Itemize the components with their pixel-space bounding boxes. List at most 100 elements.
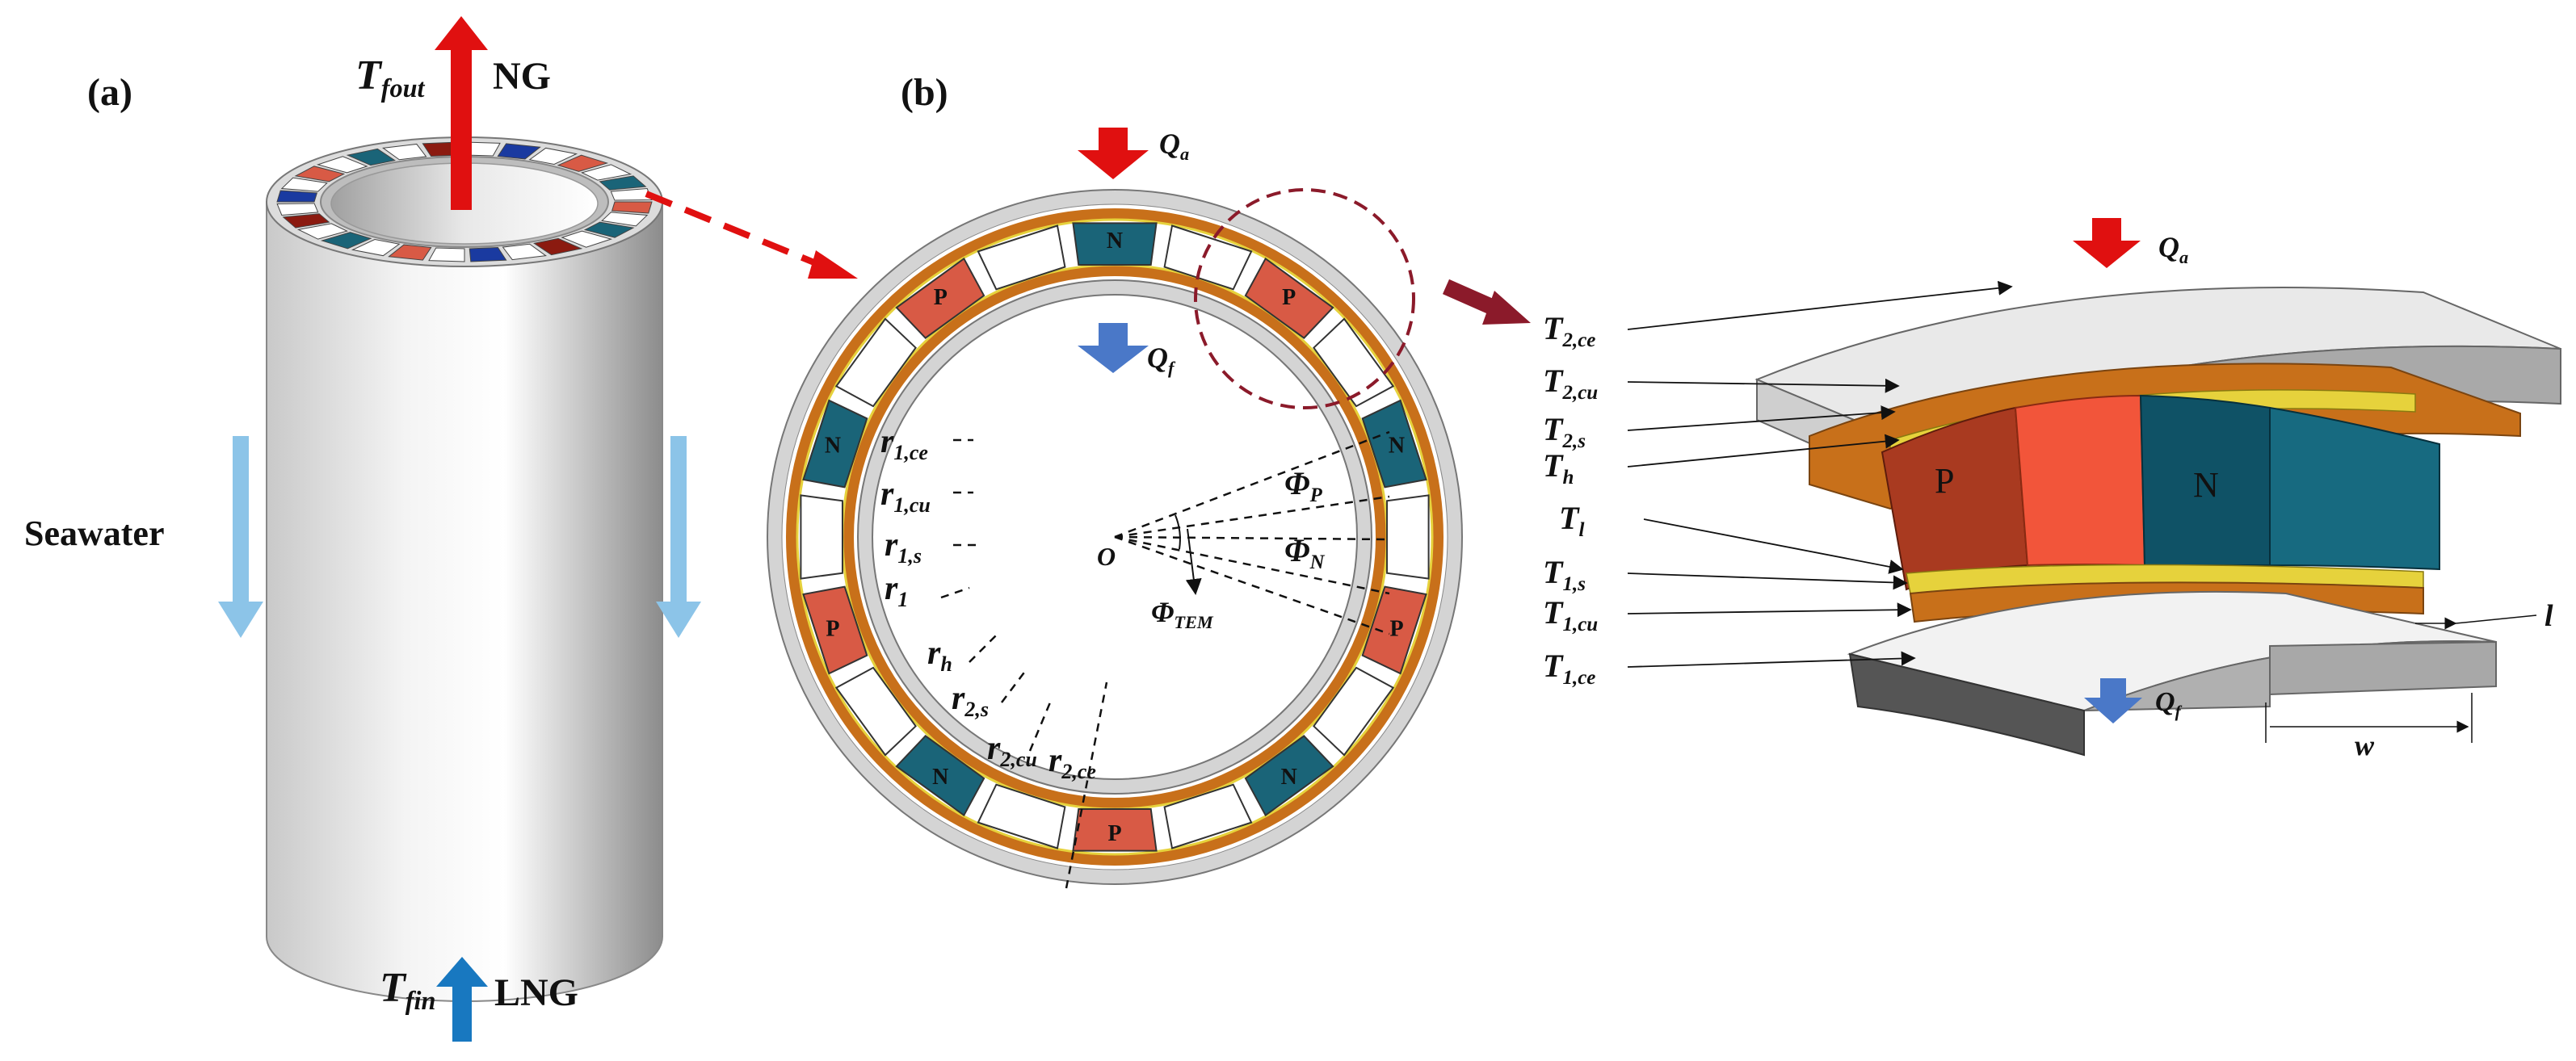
cylinder-teg-segment [581,164,632,181]
detail-p-label: P [1935,461,1954,501]
tem-angle-pointer [1185,528,1202,595]
inner-copper-band [843,265,1387,809]
cylinder-teg-segment [296,223,348,240]
ring-n-label: N [932,765,948,790]
layer-label: T1,s [1543,554,1586,595]
layer-label: T1,ce [1543,648,1595,689]
radius-label: r1,ce [880,423,928,464]
layer-leader-line [1627,280,2013,330]
cylinder-teg-segment [276,203,319,216]
phi-p-label: ΦP [1284,465,1323,506]
ring-n-leg [1244,735,1334,817]
cylinder-teg-segment [316,156,368,174]
cylinder-teg-segment [533,237,583,256]
ring-gap-segment [1163,783,1253,849]
cylinder-teg-segment [294,166,346,182]
ring-gap-segment [834,666,917,757]
zoom-arrow-b-to-c [1442,279,1531,325]
ring-p-leg [1244,257,1334,339]
cylinder-teg-segment [557,154,609,172]
n-leg-light [2269,406,2440,571]
outlet-fluid-label: NG [493,55,551,98]
radius-label: rh [927,635,952,676]
cylinder-teg-segment [382,143,427,161]
angle-lines [1114,430,1390,635]
layer-leader-line [1627,572,1908,590]
layer-leader-line [1627,378,1900,393]
cylinder-teg-segment [346,148,396,166]
ring-gap-segment [977,224,1066,291]
layer-leader-line [1643,518,1904,574]
ring-n-label: N [1107,229,1123,254]
radius-label: r2,cu [987,730,1037,771]
radius-label: r2,s [952,680,989,721]
detail-heat-in-label: Qa [2158,231,2188,267]
cylinder-teg-segment [276,190,318,203]
cylinder-teg-ring [276,141,653,262]
radius-label: r2,ce [1048,742,1096,783]
lng-inlet-arrow [436,957,488,1042]
cylinder-teg-segment [320,232,372,250]
cylinder-teg-segment [583,221,635,238]
layer-label: T2,s [1543,411,1586,452]
bottom-ceramic-plate-face [2269,640,2497,696]
cylinder-teg-segment [599,175,647,191]
seawater-label: Seawater [24,514,165,553]
ring-n-label: N [825,434,841,459]
ring-p-label: P [826,616,839,641]
layer-label: T2,cu [1543,363,1598,404]
outer-copper-band [786,208,1443,866]
bottom-ceramic-plate-side [1848,652,2085,757]
zoom-arrow-a-to-b [645,191,858,279]
cylinder-teg-segment [610,188,653,201]
radius-label: r1 [885,570,908,611]
ring-p-label: P [1107,821,1121,846]
radius-leaders [940,438,1108,889]
detail-heat-in-arrow [2073,218,2141,268]
cylinder-body [266,201,663,1002]
ring-n-leg [1361,399,1427,489]
cylinder-teg-segment [601,212,649,227]
panel-b-label: (b) [901,71,948,114]
cylinder-teg-segment [497,143,541,160]
dim-width [2265,693,2473,743]
heat-out-label: Qf [1147,342,1176,378]
ring-gap-segment [800,494,843,580]
ring-gap-segment [977,783,1066,849]
panel-a: (a) Tfout NG Tfin LNG Seawater [24,16,858,1042]
ring-gap-segment [1313,666,1395,757]
tem-angle-arc [1175,514,1181,550]
ring-p-label: P [1389,616,1403,641]
layer-label: Th [1543,447,1574,489]
detail-heat-out-label: Qf [2155,687,2183,721]
dim-length-label: l [2544,599,2553,633]
detail-heat-out-arrow [2084,678,2142,723]
layer-leader-line [1627,602,1912,618]
ring-p-leg [1072,808,1158,852]
layer-leader-line [1627,651,1916,668]
ng-outlet-arrow [435,16,488,210]
ring-n-label: N [1281,765,1297,790]
p-leg-light [2014,394,2146,567]
panel-a-label: (a) [87,71,132,114]
phi-n-label: ΦN [1284,532,1326,573]
layer-label: Tl [1559,500,1584,541]
ring-gap-segment [834,317,917,408]
ring-p-leg [802,585,868,675]
detail-n-label: N [2193,465,2219,505]
seawater-arrow-right [656,436,701,638]
phi-tem-label: ΦTEM [1151,596,1214,632]
cylinder-teg-segment [528,147,578,165]
heat-in-arrow [1078,128,1149,179]
layer-leader-line [1627,405,1896,431]
ring-n-leg [895,735,985,817]
seawater-arrow-left [218,436,263,638]
cylinder-teg-segment [280,177,328,192]
cylinder-teg-segment [351,239,401,257]
dim-width-label: w [2355,729,2375,761]
ring-p-leg [895,257,985,339]
